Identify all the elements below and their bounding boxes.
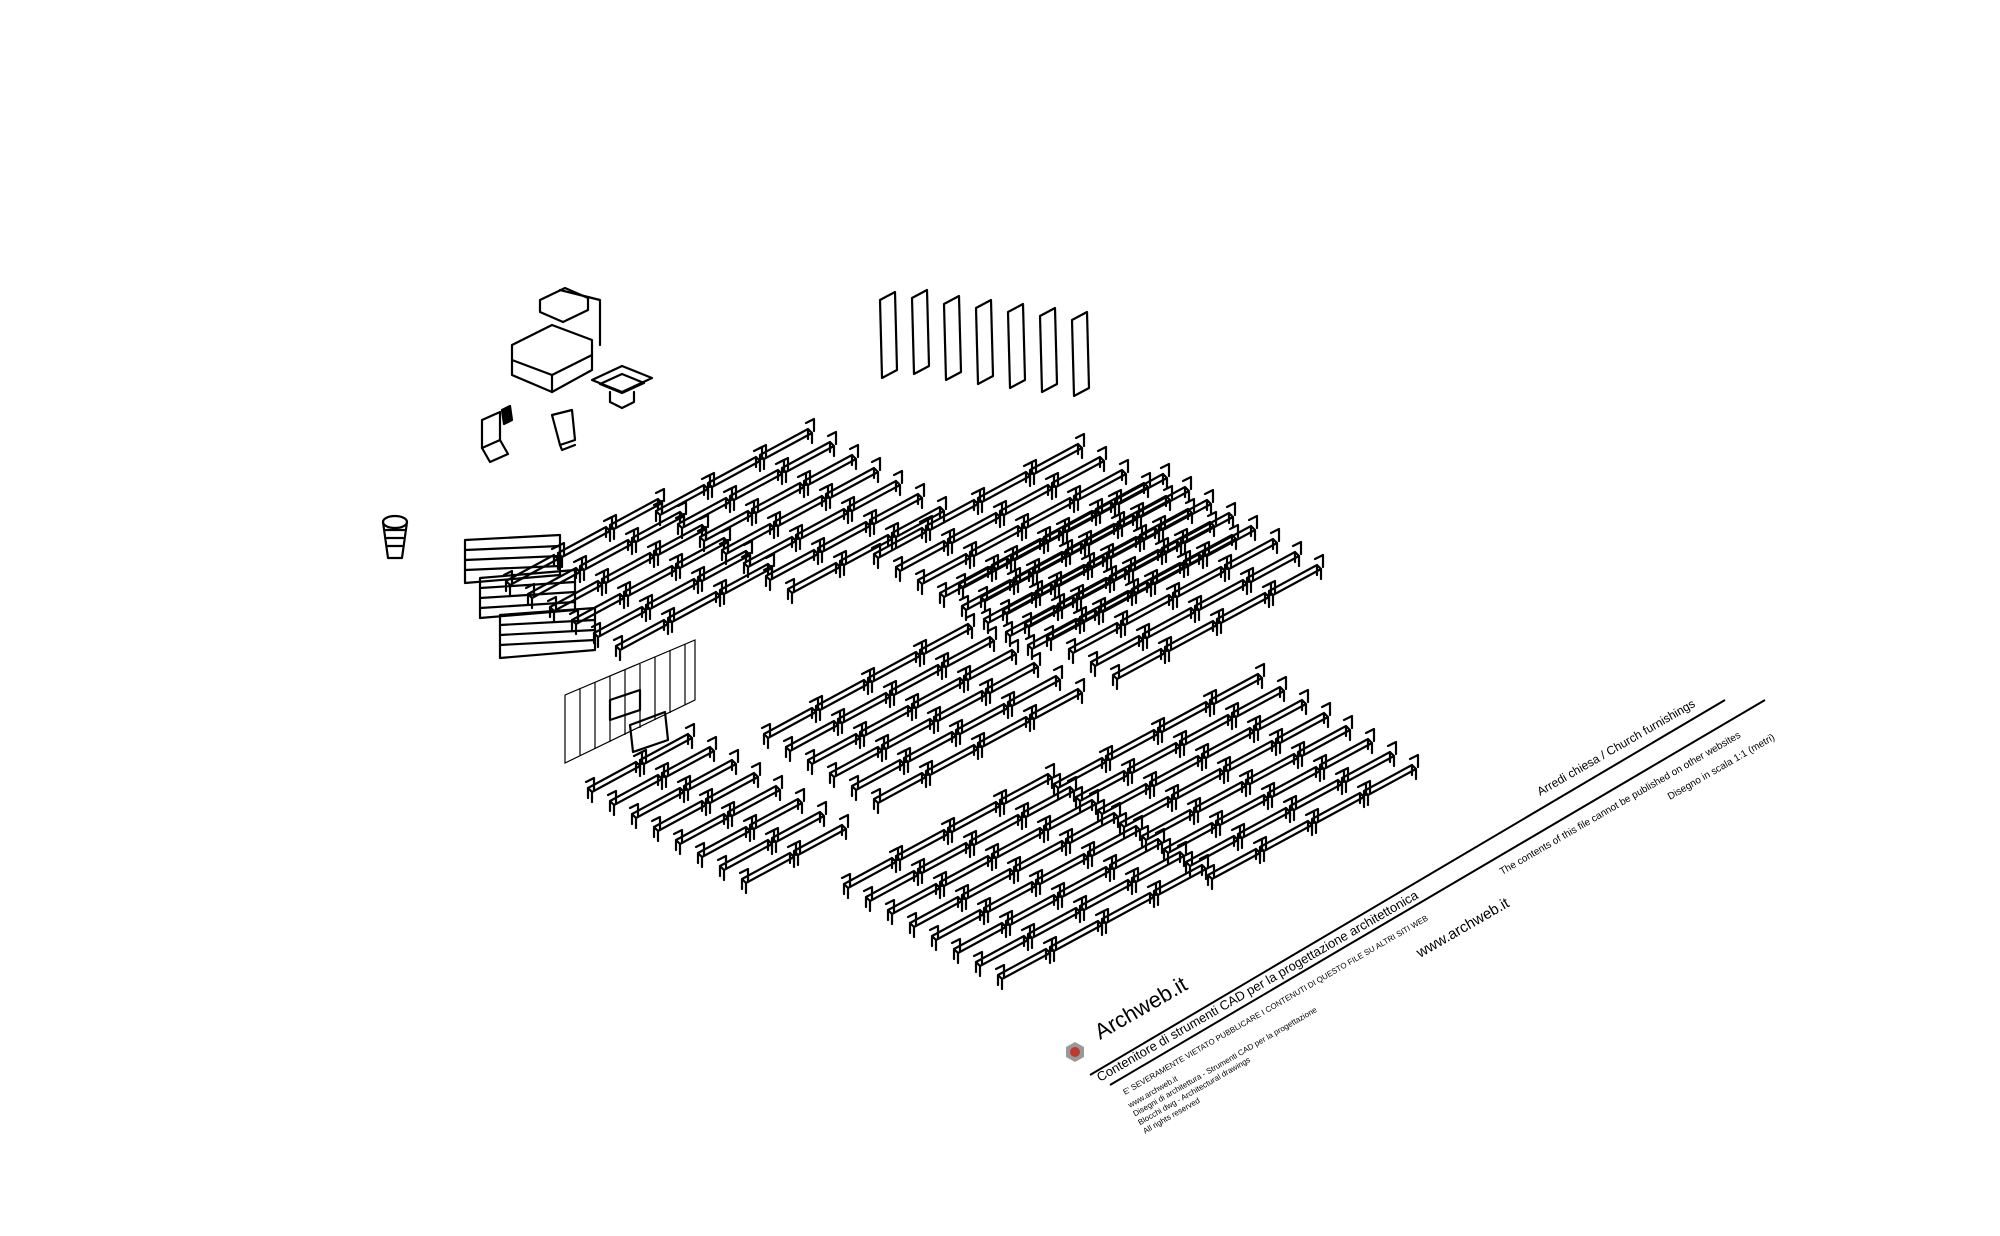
chancel-screen [564, 639, 696, 764]
pew [1050, 746, 1110, 800]
subject-text: Arredi chiesa / Church furnishings [1535, 696, 1698, 798]
pew [1065, 611, 1125, 665]
pew [826, 735, 886, 789]
altar-table [590, 364, 654, 410]
ambo [550, 408, 577, 452]
pew [980, 581, 1040, 635]
pew [606, 763, 666, 817]
pew [650, 789, 710, 843]
sacristy-cabinet [510, 286, 602, 394]
pew [584, 750, 644, 804]
pew [738, 841, 798, 895]
pew [674, 486, 734, 540]
pew [892, 529, 952, 583]
pew [1002, 594, 1062, 648]
pew [862, 859, 922, 913]
pew [914, 542, 974, 596]
website-text: www.archweb.it [1413, 894, 1513, 962]
pew [762, 538, 822, 592]
pew [1116, 785, 1176, 839]
pew [928, 898, 988, 952]
title-block: Archweb.it Contenitore di strumenti CAD … [1066, 696, 1777, 1136]
pew [870, 516, 930, 570]
pew [958, 568, 1018, 622]
pew [718, 512, 778, 566]
pew [999, 572, 1059, 626]
pew-block-top-middle [652, 417, 948, 605]
pew [612, 608, 672, 662]
pew [1024, 607, 1084, 661]
stair-railings [463, 533, 597, 660]
pew-block-mid-left [760, 612, 1086, 815]
pew [1043, 598, 1103, 652]
note-line-2: Disegni di architettura - Strumenti CAD … [1132, 1005, 1320, 1118]
pew-block-top-left [502, 487, 776, 662]
pews-layer [502, 417, 1420, 991]
pew [994, 937, 1054, 991]
pew [936, 555, 996, 609]
tagline: Contenitore di strumenti CAD per la prog… [1094, 887, 1421, 1085]
pew [870, 761, 930, 815]
pew [977, 559, 1037, 613]
pew [804, 722, 864, 776]
pew [906, 885, 966, 939]
pew [1094, 772, 1154, 826]
pew-block-mid-center [955, 462, 1325, 691]
pew [568, 582, 628, 636]
pew [950, 911, 1010, 965]
pew [784, 551, 844, 605]
pew [628, 776, 688, 830]
pew [840, 846, 900, 900]
archweb-logo [1066, 1042, 1084, 1062]
pew [716, 828, 776, 882]
pew [782, 709, 842, 763]
pew [848, 748, 908, 802]
pew-block-bottom-left [584, 722, 850, 895]
pew [652, 473, 712, 527]
pew [1182, 824, 1242, 878]
pew [1072, 759, 1132, 813]
lectern [480, 404, 514, 464]
pew [955, 546, 1015, 600]
pew [740, 525, 800, 579]
pew [696, 499, 756, 553]
pew [694, 815, 754, 869]
pew [1204, 837, 1264, 891]
pew [1087, 624, 1147, 678]
pew [1160, 811, 1220, 865]
pew [1021, 585, 1081, 639]
pew [1109, 637, 1169, 691]
pew-block-top-right [870, 432, 1240, 661]
pew-block-bottom-right [1050, 662, 1420, 891]
pew [884, 872, 944, 926]
pew [1138, 798, 1198, 852]
pew [672, 802, 732, 856]
pew-block-bottom-center [840, 762, 1210, 991]
pew [760, 696, 820, 750]
pew [972, 924, 1032, 978]
confessional-screens [878, 288, 1091, 398]
candle-holder [381, 514, 409, 560]
